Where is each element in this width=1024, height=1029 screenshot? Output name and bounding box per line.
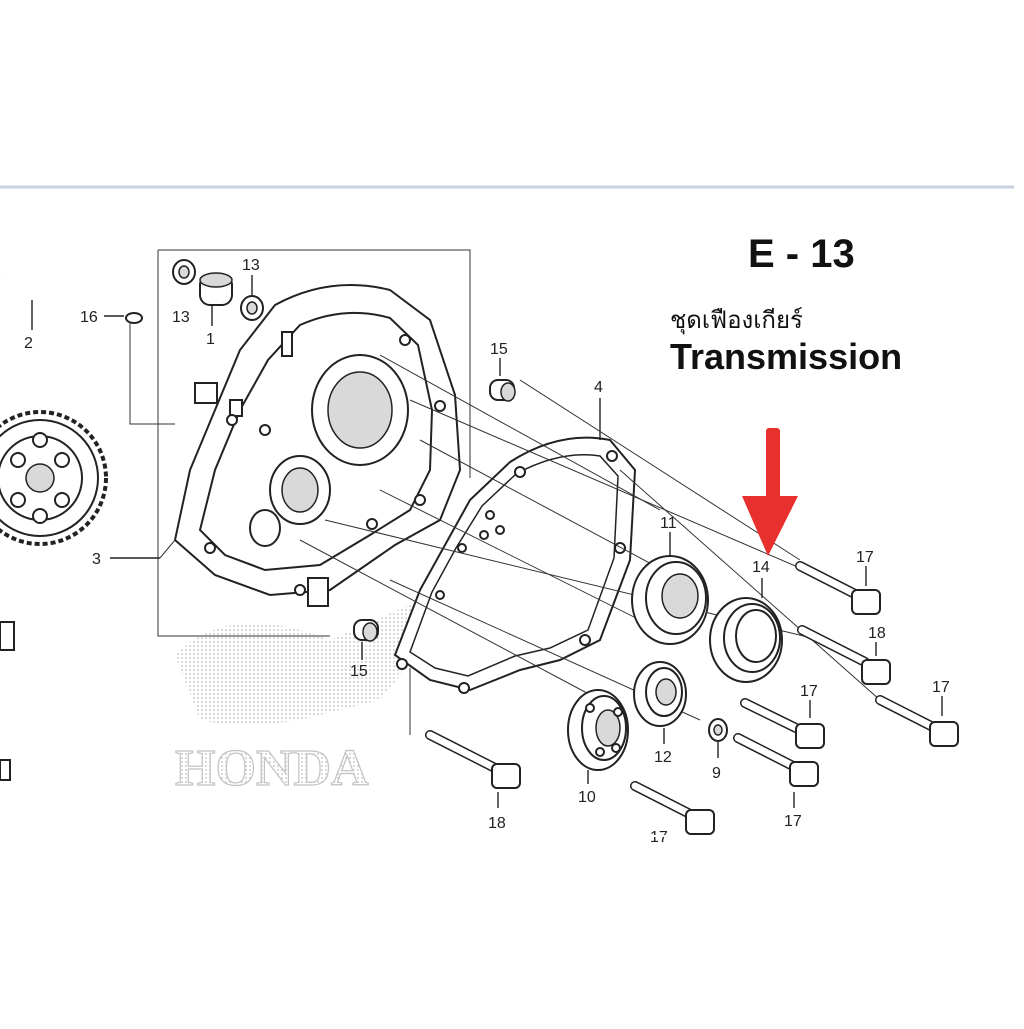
edge-fragments <box>0 621 15 781</box>
collar-part <box>199 272 233 326</box>
callout-18b: 18 <box>488 815 506 832</box>
callout-15b: 15 <box>350 663 368 680</box>
transmission-cover <box>110 284 462 607</box>
callout-17e: 17 <box>650 829 668 846</box>
flange-bolt-center-lower <box>733 733 819 808</box>
oil-seal-small <box>172 259 196 285</box>
callout-17d: 17 <box>784 813 802 830</box>
callout-3: 3 <box>92 551 101 568</box>
callout-17c: 17 <box>932 679 950 696</box>
callout-labels: 1 2 3 4 9 10 11 12 13 13 14 15 15 16 17 … <box>24 257 950 846</box>
title-thai: ชุดเฟืองเกียร์ <box>670 306 803 334</box>
section-code: E - 13 <box>748 232 855 276</box>
flange-bolt-mid-right <box>797 625 891 685</box>
honda-watermark-text: HONDA <box>175 740 369 797</box>
title-english: Transmission <box>670 336 903 377</box>
clip-part <box>104 312 175 425</box>
callout-4: 4 <box>594 379 603 396</box>
callout-13b: 13 <box>242 257 260 274</box>
flange-bolt-lower-left <box>409 668 521 808</box>
flange-bolt-center-upper <box>740 698 825 749</box>
washer-part <box>708 718 728 758</box>
ball-bearing-large <box>631 532 709 645</box>
callout-18a: 18 <box>868 625 886 642</box>
ball-bearing-lower <box>567 689 629 784</box>
callout-12: 12 <box>654 749 672 766</box>
callout-13a: 13 <box>172 309 190 326</box>
callout-15a: 15 <box>490 341 508 358</box>
flange-bolt-bottom <box>630 781 715 835</box>
dowel-pin-lower <box>353 619 379 660</box>
callout-17b: 17 <box>800 683 818 700</box>
callout-10: 10 <box>578 789 596 806</box>
callout-2: 2 <box>24 335 33 352</box>
callout-11: 11 <box>660 515 677 532</box>
callout-9: 9 <box>712 765 721 782</box>
dowel-pin-upper <box>489 358 516 402</box>
breather-tube <box>3 253 134 330</box>
drive-gear <box>0 410 108 546</box>
flange-bolt-far-right <box>875 695 959 747</box>
callout-1: 1 <box>206 331 215 348</box>
callout-17a: 17 <box>856 549 874 566</box>
ball-bearing-medium <box>633 661 687 744</box>
callout-14: 14 <box>752 559 770 576</box>
oil-seal-small-2 <box>240 275 264 321</box>
callout-16: 16 <box>80 309 98 326</box>
highlight-arrow <box>742 428 798 556</box>
cover-gasket <box>393 398 637 694</box>
oil-seal-highlighted <box>709 578 783 683</box>
flange-bolt-upper-right <box>795 561 881 615</box>
